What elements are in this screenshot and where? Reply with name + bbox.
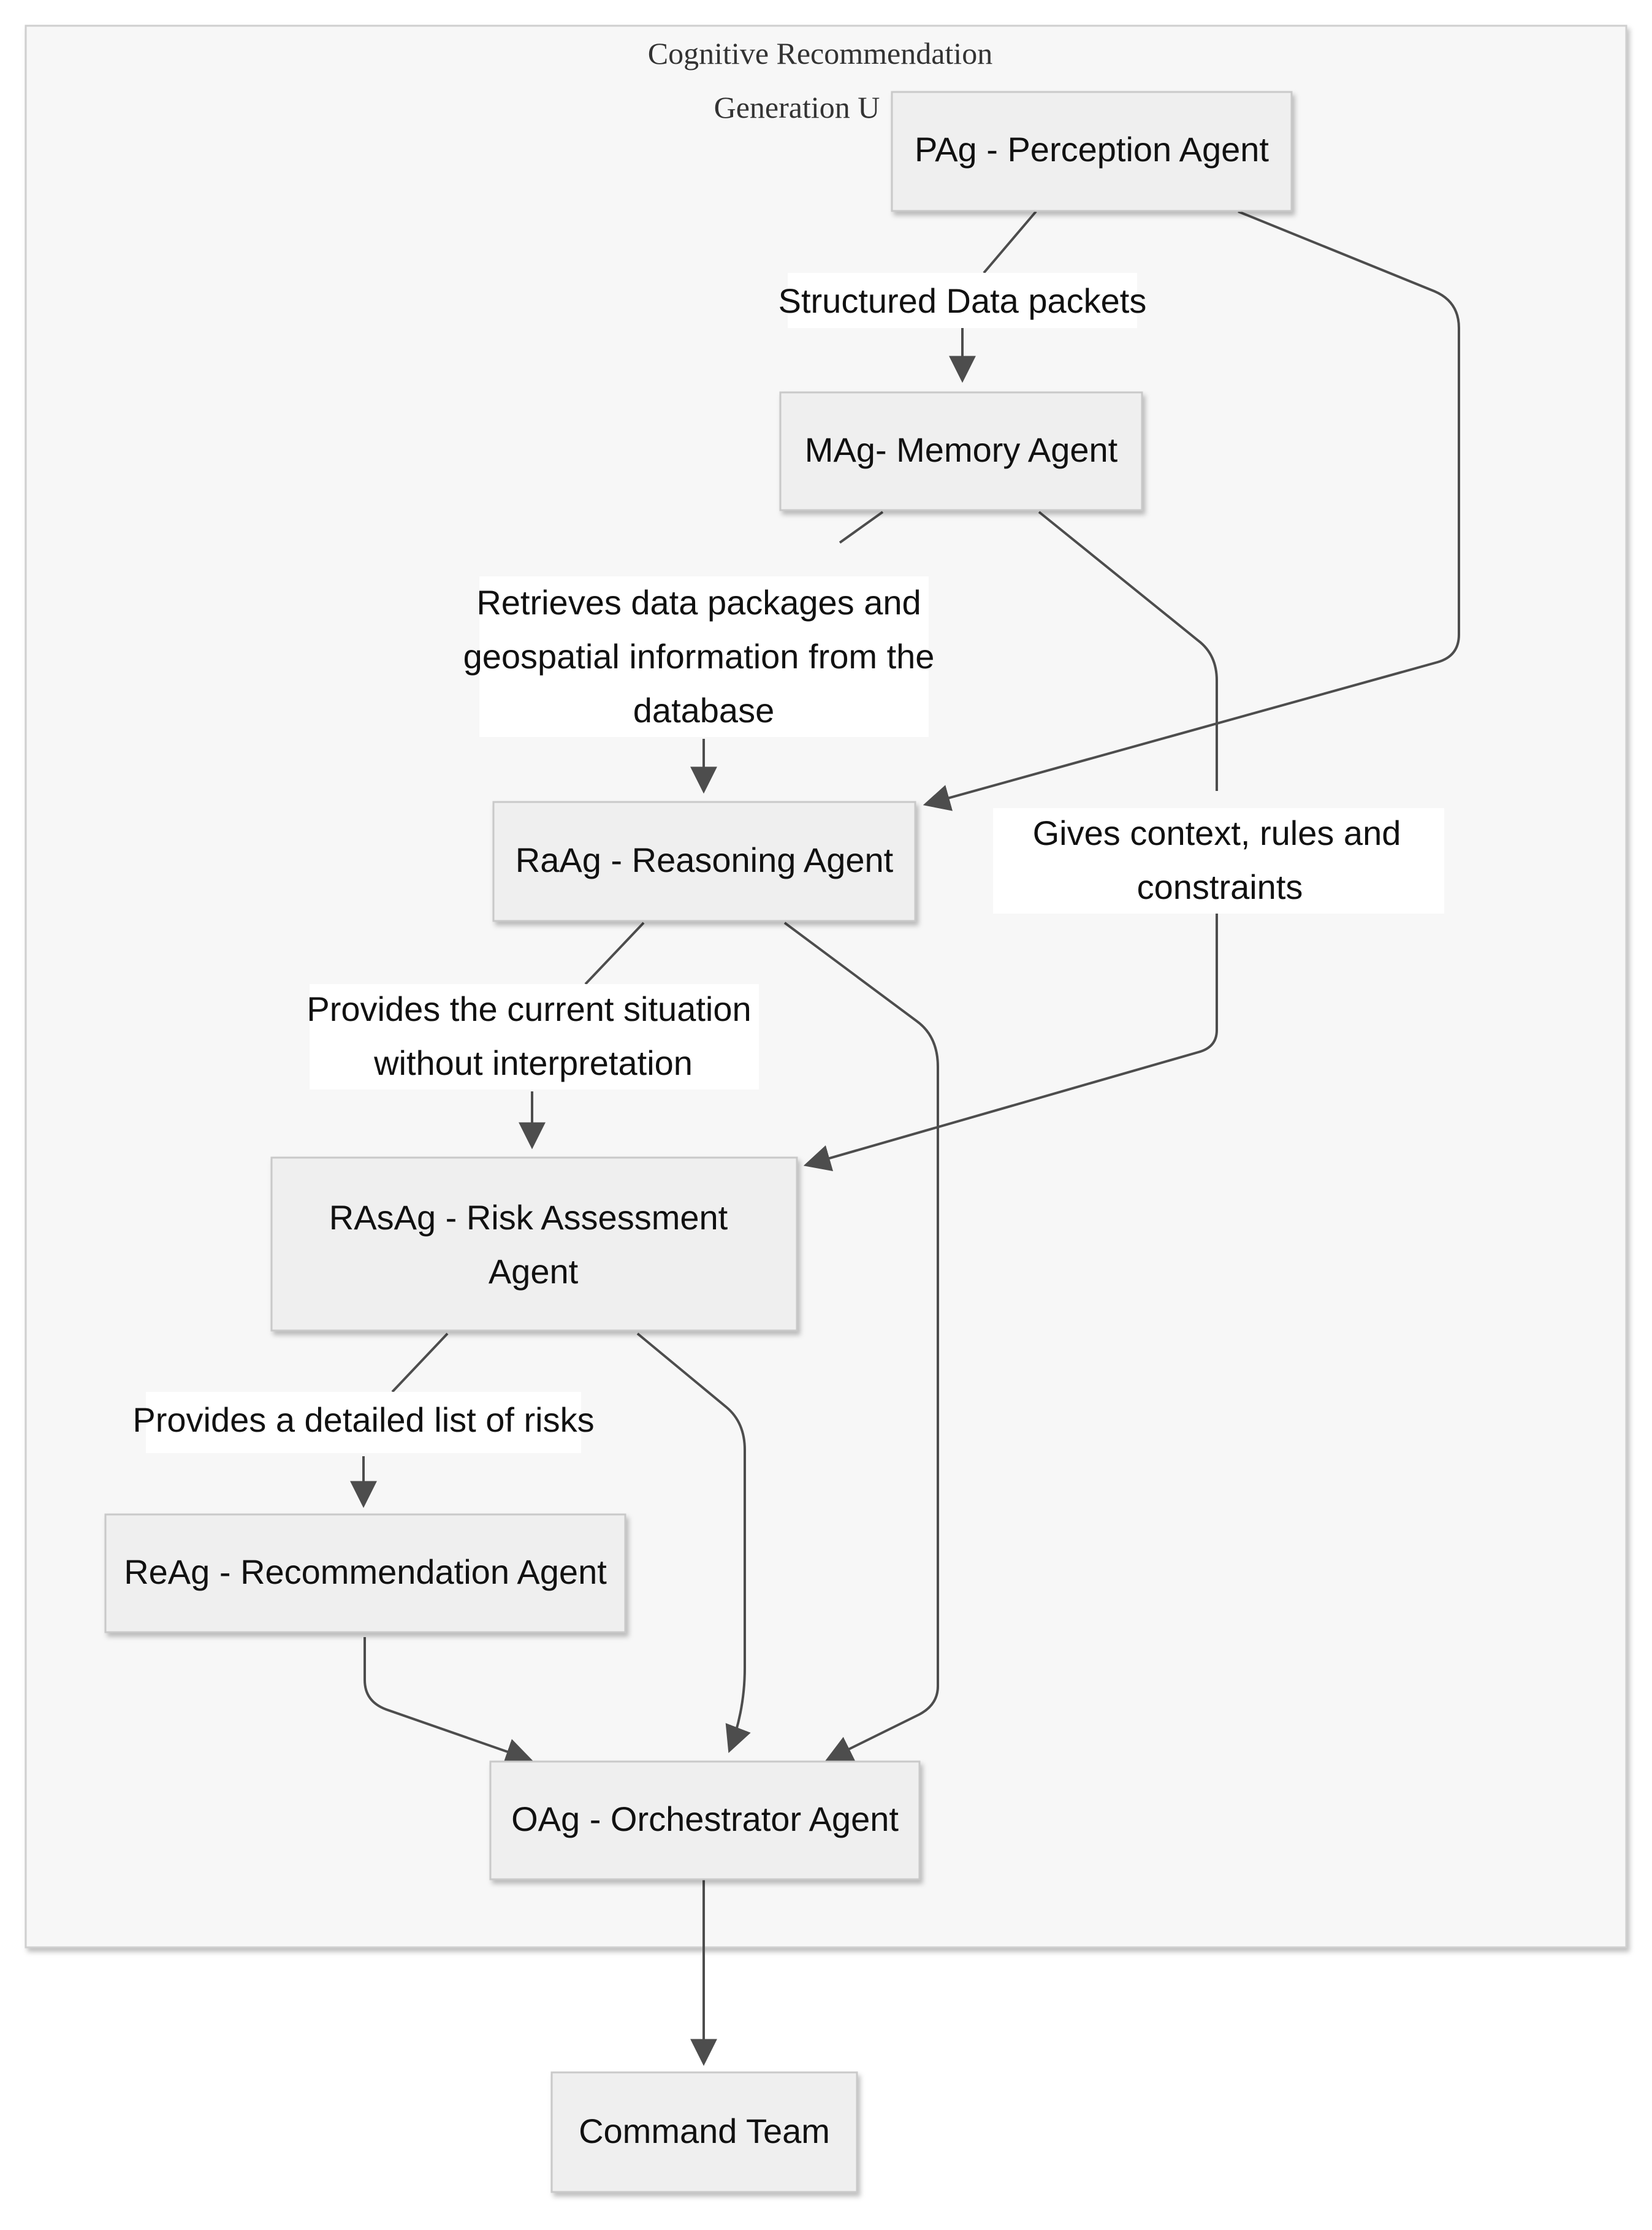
node-label-line1: RAsAg - Risk Assessment — [329, 1198, 728, 1237]
edge-label-line2: without interpretation — [373, 1044, 693, 1082]
edge-label-line1: Retrieves data packages and — [476, 583, 921, 622]
node-label-line2: Agent — [489, 1252, 579, 1291]
edge-label-line1: Provides a detailed list of risks — [132, 1400, 594, 1439]
edge-label-line1: Provides the current situation — [306, 990, 751, 1028]
node-command-team[interactable]: Command Team — [550, 2071, 858, 2193]
edge-label-rasag-reag: Provides a detailed list of risks — [132, 1392, 595, 1453]
cluster-title-line2: Generation U — [714, 90, 880, 124]
edge-raag-to-oag — [783, 922, 939, 1762]
edge-label-pag-mag: Structured Data packets — [778, 273, 1147, 328]
node-pag[interactable]: PAg - Perception Agent — [891, 91, 1293, 212]
edge-label-line3: database — [633, 691, 774, 730]
node-box[interactable] — [492, 801, 916, 922]
node-label: PAg - Perception Agent — [915, 130, 1269, 169]
node-label: MAg- Memory Agent — [805, 430, 1118, 469]
edge-label-mag-rasag: Gives context, rules and constraints — [993, 808, 1444, 914]
edge-label-line2: constraints — [1137, 868, 1303, 906]
node-box[interactable] — [489, 1760, 921, 1881]
edge-rasag-to-reag — [364, 1332, 449, 1505]
node-label: ReAg - Recommendation Agent — [124, 1552, 607, 1591]
edge-label-line1: Structured Data packets — [778, 281, 1147, 320]
edge-pag-to-raag — [923, 210, 1460, 811]
edge-label-bg — [788, 273, 1137, 328]
node-reag[interactable]: ReAg - Recommendation Agent — [104, 1513, 626, 1633]
edge-label-bg — [479, 576, 929, 737]
edge-raag-to-rasag — [532, 922, 645, 1147]
edge-label-bg — [310, 984, 759, 1090]
node-label: Command Team — [579, 2112, 830, 2150]
node-box[interactable] — [550, 2071, 858, 2193]
cluster-title-line1: Cognitive Recommendation — [648, 36, 992, 71]
node-oag[interactable]: OAg - Orchestrator Agent — [489, 1760, 921, 1881]
node-label: RaAg - Reasoning Agent — [516, 841, 894, 879]
edge-reag-to-oag — [364, 1637, 533, 1765]
edge-label-line1: Gives context, rules and — [1033, 814, 1401, 852]
edge-pag-to-mag — [962, 210, 1037, 380]
node-rasag[interactable]: RAsAg - Risk Assessment Agent — [270, 1156, 798, 1332]
node-mag[interactable]: MAg- Memory Agent — [779, 391, 1143, 511]
node-label: OAg - Orchestrator Agent — [511, 1800, 899, 1838]
edge-label-mag-raag: Retrieves data packages and geospatial i… — [463, 576, 935, 737]
edge-label-raag-rasag: Provides the current situation without i… — [306, 984, 759, 1090]
edge-label-bg — [993, 808, 1444, 914]
edge-rasag-to-oag — [636, 1332, 751, 1754]
node-box[interactable] — [779, 391, 1143, 511]
edge-label-bg — [146, 1392, 581, 1453]
node-box[interactable] — [104, 1513, 626, 1633]
edge-mag-to-raag — [704, 511, 884, 791]
edge-mag-to-rasag — [806, 511, 1218, 1165]
node-box[interactable] — [891, 91, 1293, 212]
node-box[interactable] — [270, 1156, 798, 1332]
edge-label-line2: geospatial information from the — [463, 637, 935, 676]
node-raag[interactable]: RaAg - Reasoning Agent — [492, 801, 916, 922]
edges — [364, 210, 1460, 2066]
